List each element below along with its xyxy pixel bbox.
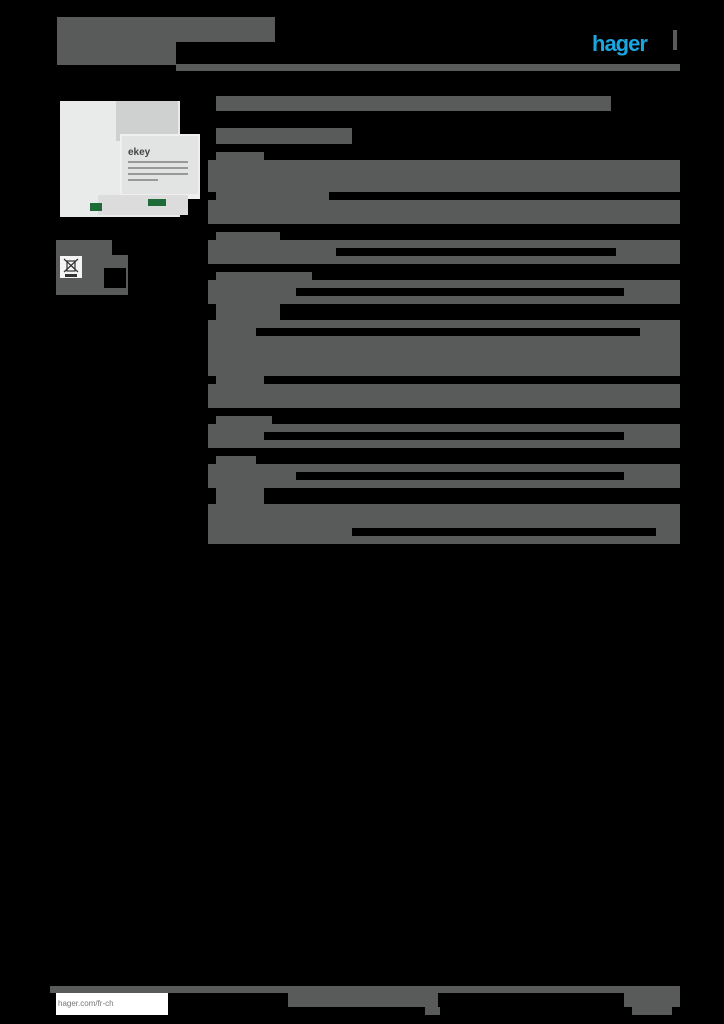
footer-page-number: [624, 993, 680, 1007]
product-image: ekey: [58, 99, 200, 223]
hager-logo: hager: [592, 31, 648, 56]
black-box-icon: [104, 268, 126, 288]
section-row-4-gap: [256, 328, 640, 336]
certification-box-notch: [112, 240, 128, 255]
product-photo-icon: ekey: [58, 101, 200, 223]
section-label-3: [216, 272, 312, 280]
footer-page-number-tail: [632, 1007, 672, 1015]
section-row-3-gap: [296, 288, 624, 296]
section-row-5-gap: [264, 432, 624, 440]
section-label-5: [216, 416, 272, 424]
section-row-7-gap: [352, 528, 656, 536]
product-heading: [216, 96, 611, 111]
section-label-6: [216, 456, 256, 464]
section-row-6-gap: [296, 472, 624, 480]
section-row-4b: [208, 384, 680, 408]
logo-accent: [673, 30, 677, 50]
section-label-2: [216, 232, 280, 240]
footer-rule: [50, 986, 680, 993]
document-title: [57, 17, 275, 40]
section-label-4: [216, 304, 280, 320]
svg-text:ekey: ekey: [128, 147, 151, 158]
section-label-1: [216, 152, 264, 160]
section-row-1b: [208, 200, 680, 224]
weee-crossed-bin-icon: [60, 256, 82, 278]
document-subtitle: [57, 40, 176, 65]
footer-center-text: [288, 993, 438, 1007]
product-subheading: [216, 128, 352, 144]
section-row-1b-label: [216, 192, 329, 200]
section-row-1a: [208, 160, 680, 192]
header-rule: [176, 64, 680, 71]
footer-center-tail: [425, 1007, 440, 1015]
section-row-7: [208, 504, 680, 544]
section-row-2-gap: [336, 248, 616, 256]
footer-url-link[interactable]: hager.com/fr-ch: [56, 993, 168, 1015]
document-title-tail: [176, 40, 275, 42]
section-label-7: [216, 488, 264, 504]
section-label-4b: [216, 376, 264, 384]
